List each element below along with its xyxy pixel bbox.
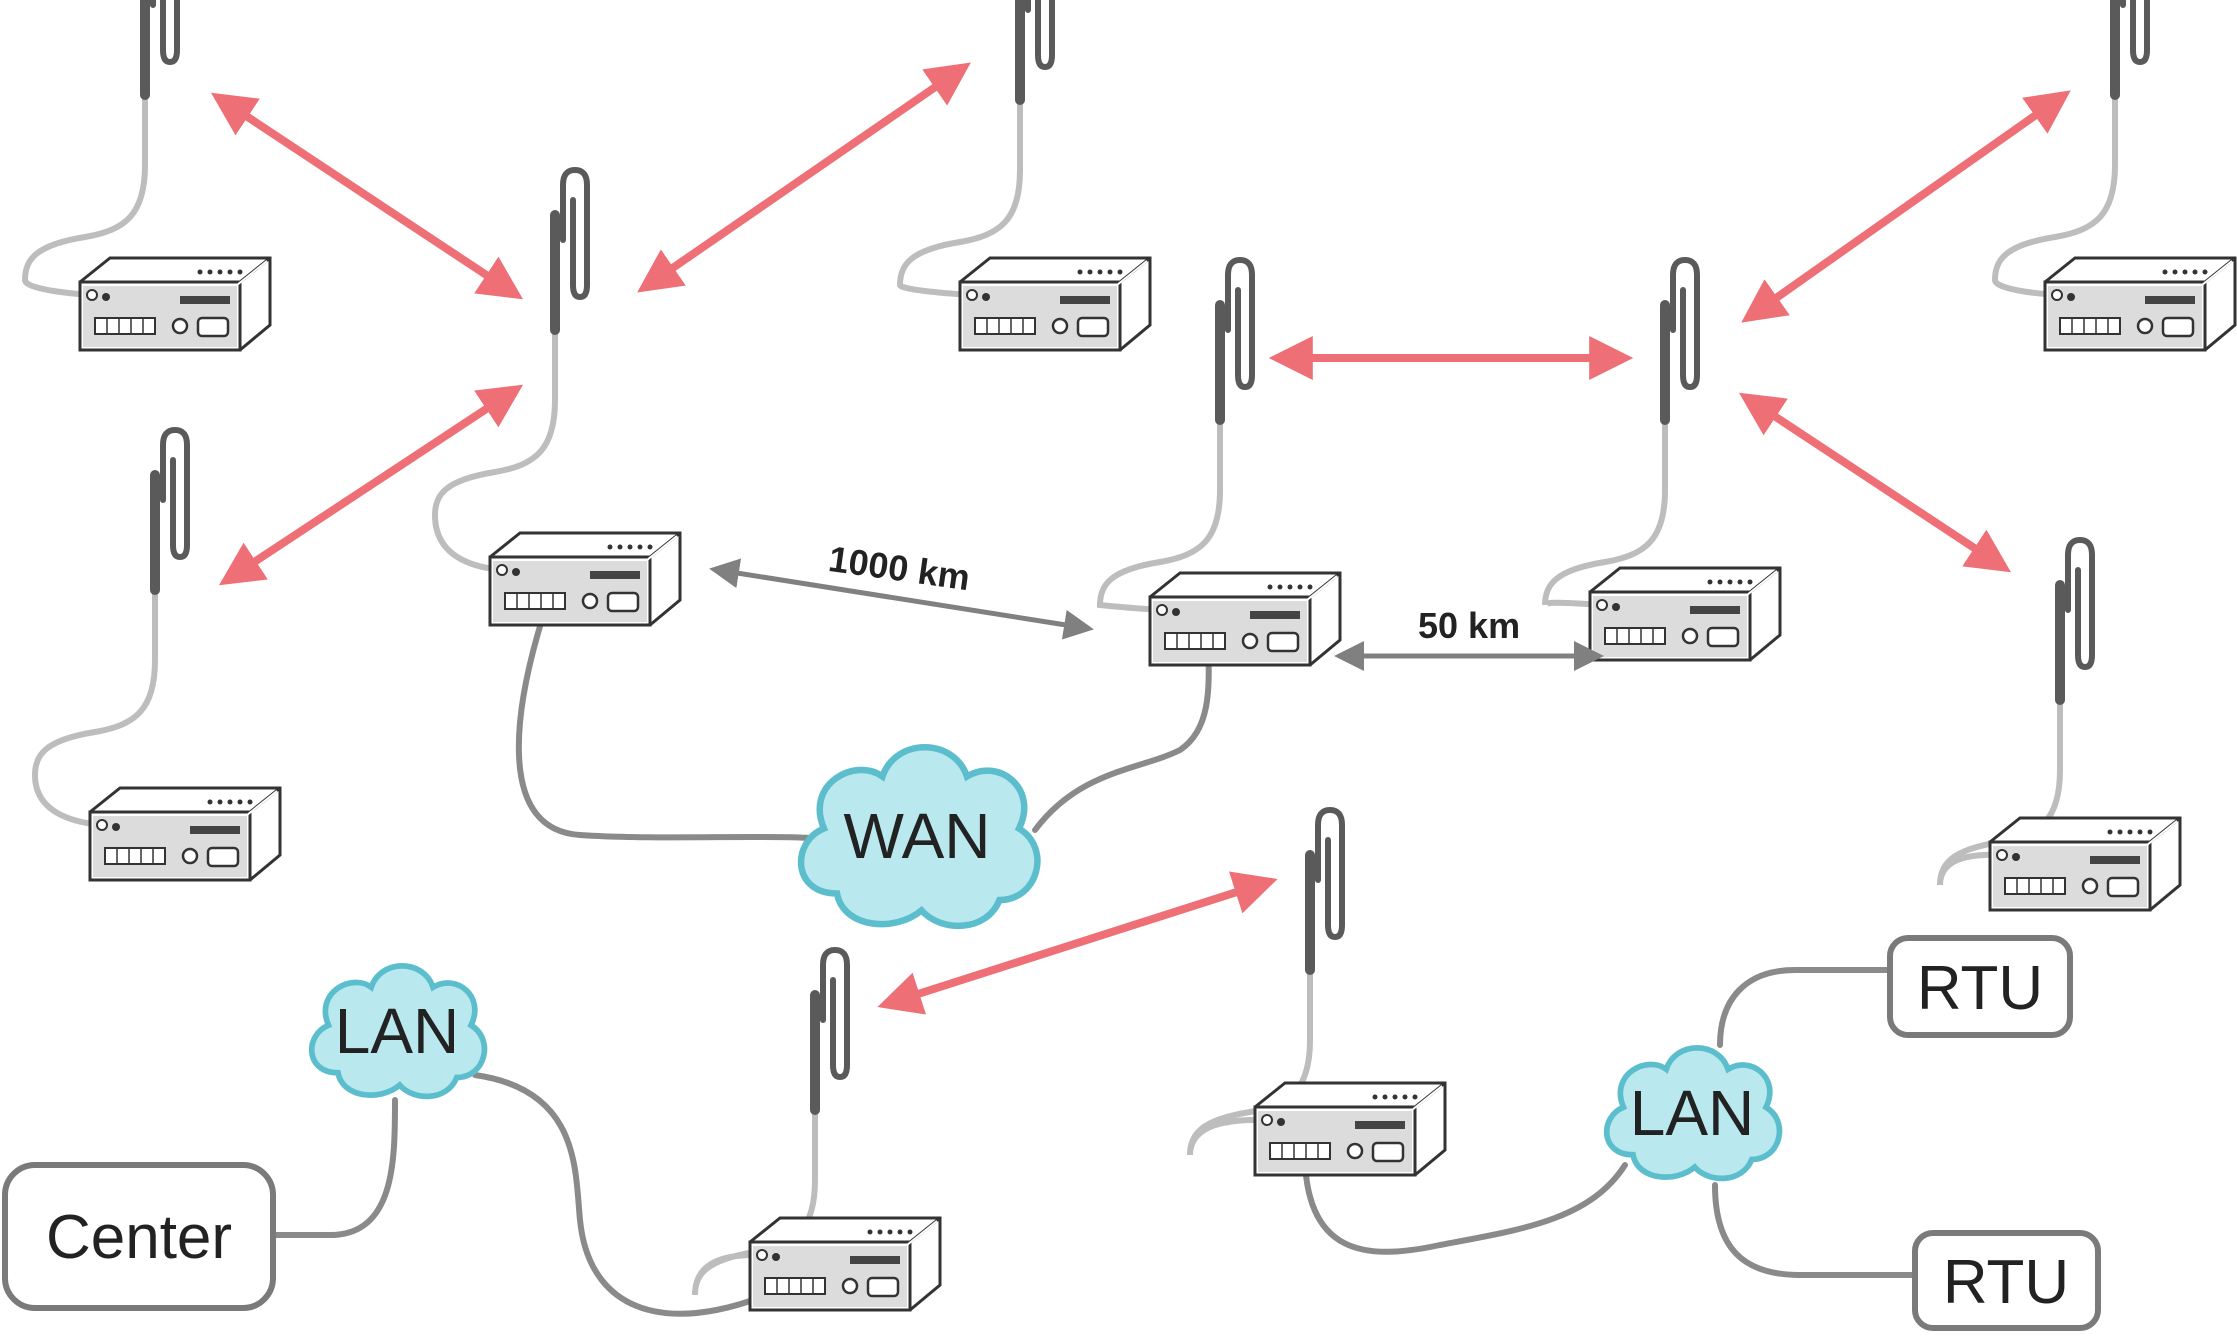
radio-links <box>210 62 2071 1015</box>
rtu-box-top <box>1887 935 2073 1038</box>
distance-arrow-long <box>709 558 1094 640</box>
antenna-cable <box>1542 489 1668 608</box>
antenna-icon <box>815 950 847 1180</box>
radio-modem-icon <box>88 786 282 882</box>
lan-label-right: LAN <box>1630 1077 1755 1149</box>
rtu-label-bottom: RTU <box>1943 1248 2069 1317</box>
wire-lan-to-rtu-top <box>1717 967 1893 1048</box>
wires <box>272 607 1918 1317</box>
antenna-cable <box>1096 489 1223 613</box>
wire-modem-to-wan <box>515 607 813 841</box>
rtu-box-bottom <box>1912 1230 2101 1331</box>
distance-arrows <box>709 558 1604 671</box>
radio-modem-icon <box>2043 256 2237 352</box>
radio-stations <box>21 0 2237 1312</box>
radio-modem-icon <box>1148 571 1342 667</box>
radio-station-6 <box>1542 260 1782 662</box>
antenna-cable <box>21 164 148 298</box>
radio-link-7 <box>877 871 1278 1015</box>
radio-link-1 <box>210 92 524 300</box>
radio-modem-icon <box>1988 816 2182 912</box>
radio-link-3 <box>218 384 524 586</box>
antenna-icon <box>2060 540 2092 770</box>
wire-lan-to-center <box>272 1097 398 1238</box>
radio-station-9 <box>1187 810 1447 1177</box>
antenna-icon <box>155 430 187 660</box>
antenna-icon <box>2115 0 2147 165</box>
antenna-icon <box>555 170 587 400</box>
antenna-icon <box>1220 260 1252 490</box>
radio-link-5 <box>1741 90 2071 323</box>
wire-lan-to-modem <box>472 1072 803 1317</box>
radio-station-3 <box>31 430 282 882</box>
radio-station-1 <box>21 0 272 352</box>
radio-station-10 <box>692 950 942 1312</box>
radio-station-2 <box>431 170 682 627</box>
lan-label-left: LAN <box>335 995 460 1067</box>
center-box <box>2 1162 276 1311</box>
wan-label: WAN <box>844 800 991 872</box>
radio-station-4 <box>896 0 1152 352</box>
antenna-icon <box>1310 810 1342 1040</box>
radio-station-8 <box>1937 540 2182 912</box>
wire-modem-to-lan <box>1301 1137 1628 1255</box>
distance-label-short: 50 km <box>1418 605 1520 646</box>
wire-wan-to-modem <box>1032 642 1212 833</box>
radio-link-2 <box>637 62 971 293</box>
radio-modem-icon <box>1588 566 1782 662</box>
antenna-icon <box>1020 0 1052 170</box>
radio-station-5 <box>1096 260 1342 667</box>
radio-station-7 <box>1991 0 2237 352</box>
antenna-icon <box>1665 260 1697 490</box>
radio-modem-icon <box>488 531 682 627</box>
antenna-cable <box>31 659 158 828</box>
center-label: Center <box>46 1203 232 1272</box>
rtu-label-top: RTU <box>1917 954 2043 1023</box>
radio-link-6 <box>1738 392 2012 573</box>
radio-modem-icon <box>748 1216 942 1312</box>
radio-modem-icon <box>1253 1081 1447 1177</box>
antenna-icon <box>145 0 177 165</box>
radio-modem-icon <box>78 256 272 352</box>
radio-modem-icon <box>958 256 1152 352</box>
wire-lan-to-rtu-bottom <box>1712 1182 1918 1278</box>
